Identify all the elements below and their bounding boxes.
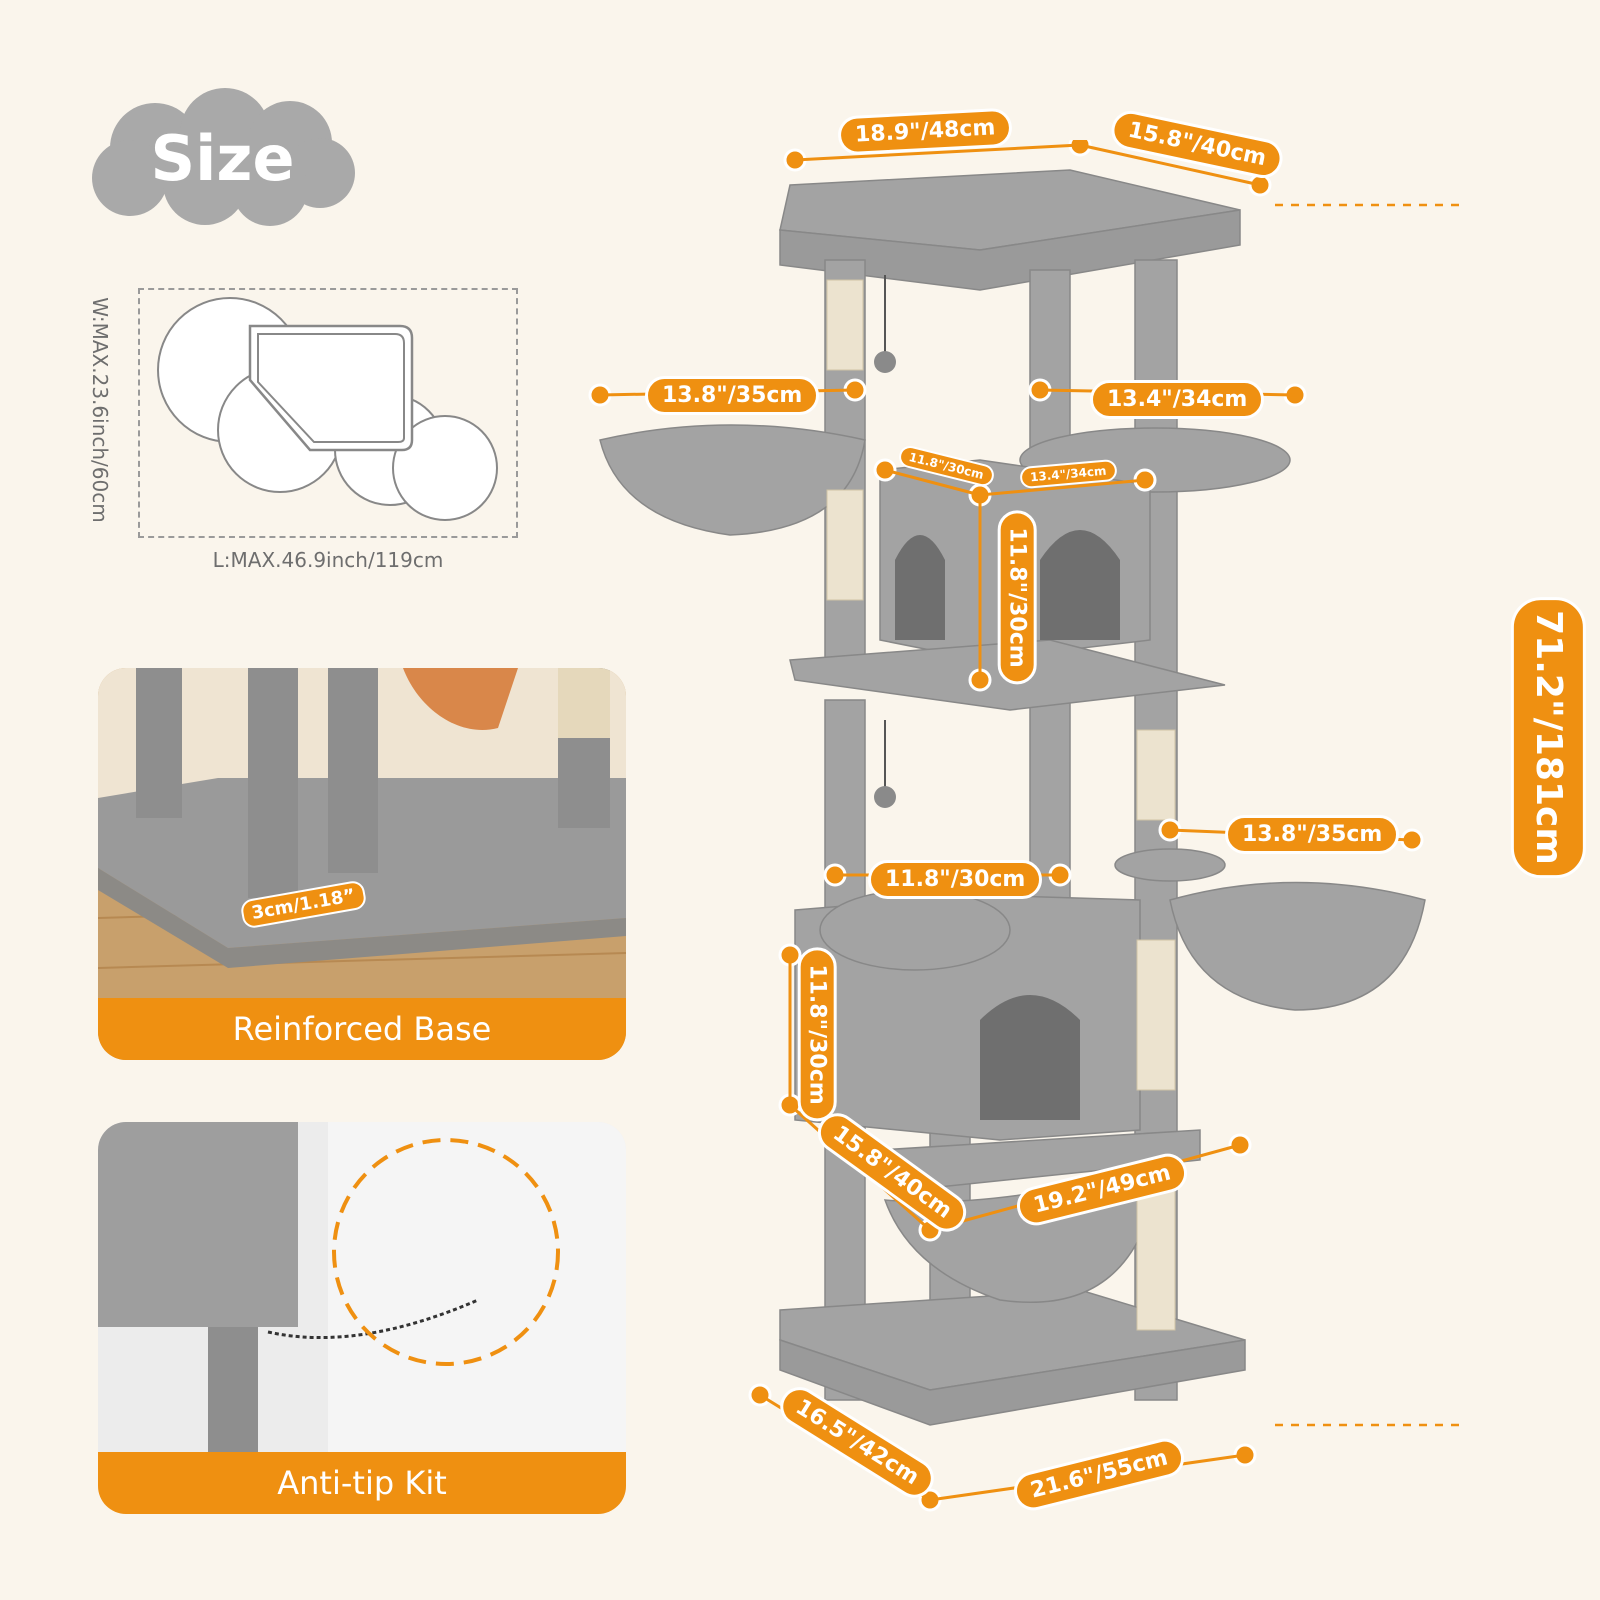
dim-right-basket: 13.8"/35cm [1225, 815, 1400, 854]
footprint-box [138, 288, 518, 538]
dim-total-height: 71.2"/181cm [1510, 597, 1586, 878]
dim-right-platform: 13.4"/34cm [1090, 380, 1265, 419]
cat-tree-illustration [588, 140, 1460, 1512]
reinforced-base-photo [98, 668, 626, 1060]
dim-condo-height: 11.8"/30cm [997, 510, 1037, 685]
cloud-shape [92, 88, 355, 226]
width-label: W:MAX.23.6inch/60cm [88, 297, 112, 523]
anti-tip-card: Anti-tip Kit [98, 1122, 626, 1514]
length-label: L:MAX.46.9inch/119cm [212, 548, 444, 572]
reinforced-base-card: 3cm/1.18” Reinforced Base [98, 668, 626, 1060]
page-title: Size [150, 121, 295, 195]
reinforced-base-caption: Reinforced Base [98, 998, 626, 1060]
dim-left-basket: 13.8"/35cm [645, 376, 820, 415]
anti-tip-photo [98, 1122, 626, 1514]
anti-tip-caption: Anti-tip Kit [98, 1452, 626, 1514]
dim-lower-condo-height: 11.8"/30cm [797, 947, 837, 1122]
dim-lower-platform: 11.8"/30cm [868, 860, 1043, 899]
footprint-outline-icon [157, 297, 498, 521]
size-badge: Size [85, 88, 360, 228]
